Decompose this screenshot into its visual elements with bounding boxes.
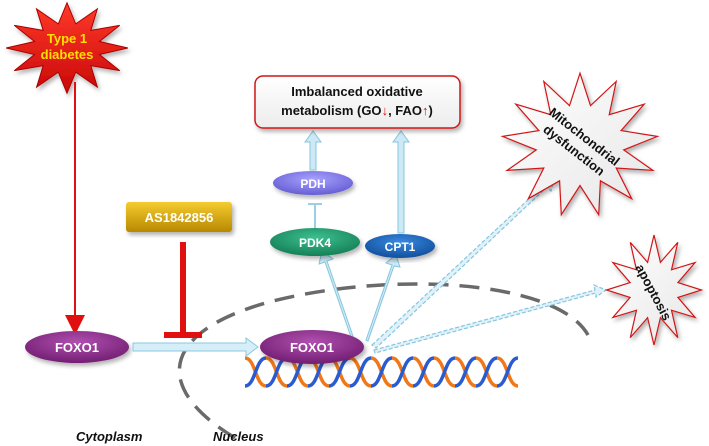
cytoplasm-label: Cytoplasm bbox=[76, 429, 143, 444]
target-arrows bbox=[318, 250, 401, 342]
foxo1-nucleus-node bbox=[260, 330, 364, 364]
pdk4-label: PDK4 bbox=[299, 236, 331, 250]
outcome-line1: Imbalanced oxidative bbox=[291, 84, 423, 99]
pdh-node bbox=[273, 171, 353, 195]
dashed-arrows bbox=[371, 175, 608, 354]
foxo1-cytoplasm-label: FOXO1 bbox=[55, 340, 99, 355]
foxo1-nucleus-label: FOXO1 bbox=[290, 340, 334, 355]
dna-strand-blue bbox=[391, 356, 414, 388]
dna-strand-blue bbox=[475, 356, 498, 388]
pdh-label: PDH bbox=[300, 177, 325, 191]
trigger-line2: diabetes bbox=[41, 47, 94, 62]
outcome-suffix: ) bbox=[429, 103, 433, 118]
mitochondrial-dysfunction-burst bbox=[500, 71, 660, 217]
cpt1-node bbox=[365, 234, 435, 258]
type1-diabetes-burst bbox=[5, 1, 129, 95]
metabolism-arrows bbox=[304, 130, 410, 234]
dna-strand-blue bbox=[349, 356, 372, 388]
dna-strand-blue bbox=[265, 356, 288, 388]
dna-helix bbox=[244, 356, 519, 388]
dna-strand-blue bbox=[244, 356, 267, 388]
dna-strand-blue bbox=[496, 356, 519, 388]
fao-up-arrow-icon: ↑ bbox=[422, 103, 429, 118]
dna-strand-blue bbox=[370, 356, 393, 388]
go-down-arrow-icon: ↓ bbox=[382, 103, 389, 118]
outcome-prefix: metabolism (GO bbox=[281, 103, 381, 118]
dna-strand-blue bbox=[454, 356, 477, 388]
nucleus-boundary bbox=[177, 282, 590, 440]
dna-strand-blue bbox=[412, 356, 435, 388]
dna-strand-blue bbox=[433, 356, 456, 388]
oxidative-metabolism-box bbox=[254, 75, 461, 129]
translocation-arrow bbox=[132, 337, 259, 357]
inhibitor-label: AS1842856 bbox=[145, 210, 214, 225]
outcome-mid: , FAO bbox=[388, 103, 422, 118]
apoptosis-burst bbox=[604, 234, 704, 346]
foxo1-cytoplasm-node bbox=[25, 331, 129, 363]
cpt1-label: CPT1 bbox=[385, 240, 416, 254]
pdk4-node bbox=[270, 228, 360, 256]
outcome-line2: metabolism (GO↓, FAO↑) bbox=[281, 103, 433, 118]
nucleus-label: Nucleus bbox=[213, 429, 264, 444]
as1842856-box bbox=[126, 202, 232, 232]
trigger-line1: Type 1 bbox=[47, 31, 87, 46]
